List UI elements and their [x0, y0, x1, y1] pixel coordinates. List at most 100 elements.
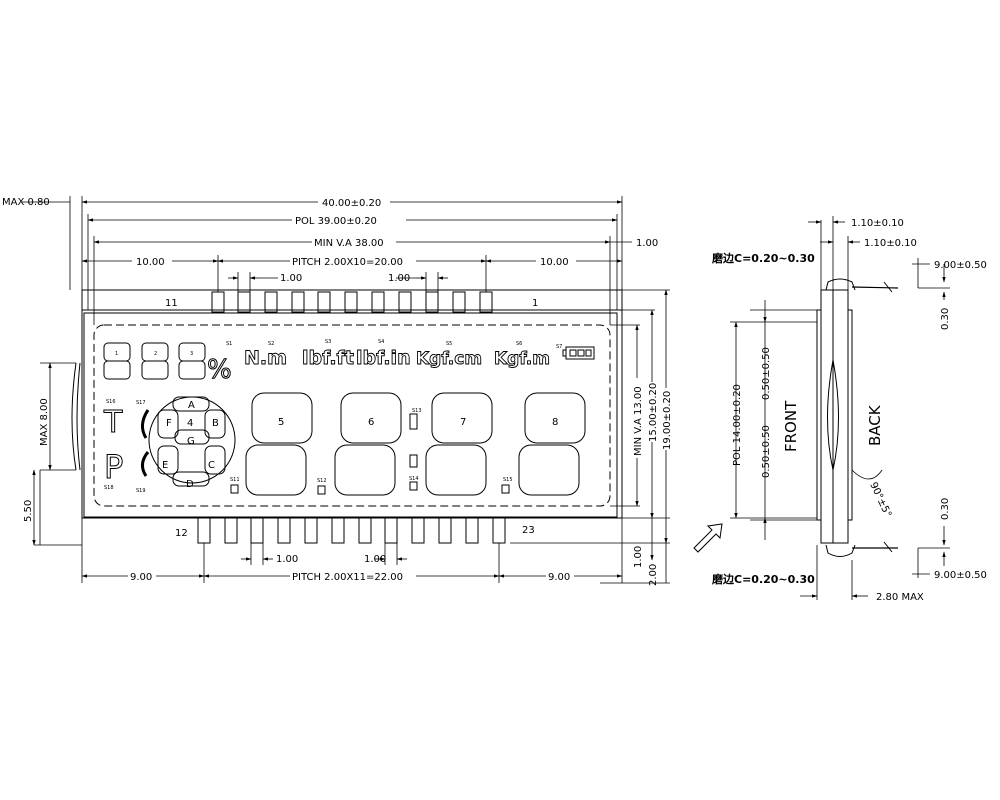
right-offset-label: 1.00 [636, 238, 658, 249]
side-view [693, 216, 950, 600]
top-pitch-label: PITCH 2.00X10=20.00 [292, 257, 403, 268]
pin-11-label: 11 [165, 298, 178, 309]
chamfer-top-label: 磨边C=0.20~0.30 [711, 251, 815, 265]
segment-f: F [166, 418, 172, 429]
small-digit-label-3: 3 [190, 351, 193, 357]
lcd-labels: S1 S2 S3 S4 S5 S6 S7 S11 S12 S13 S14 S15… [103, 339, 563, 494]
big-digit-7 [425, 392, 493, 496]
height-15-label: 15.00±0.20 [648, 383, 659, 442]
overall-width-label: 40.00±0.20 [322, 198, 381, 209]
icon-s6: S6 [516, 341, 522, 347]
min-va-width-label: MIN V.A 38.00 [314, 238, 384, 249]
segment-g: G [187, 436, 195, 447]
top-pin-width-right-label: 1.00 [388, 273, 410, 284]
icon-s15: S15 [503, 477, 513, 483]
dim-030-bottom-label: 0.30 [940, 498, 951, 520]
front-view [71, 289, 623, 544]
side-view-labels: 1.10±0.10 1.10±0.10 磨边C=0.20~0.30 磨边C=0.… [711, 218, 987, 603]
pin-1-label: 1 [532, 298, 538, 309]
chamfer-bottom-label: 磨边C=0.20~0.30 [711, 572, 815, 586]
icon-s17: S17 [136, 400, 146, 406]
icon-s4: S4 [378, 339, 384, 345]
back-label: BACK [866, 404, 884, 446]
viewing-area [93, 324, 611, 507]
lcd-segments [103, 342, 595, 496]
pin-23-label: 23 [522, 525, 535, 536]
small-digit-label-2: 2 [154, 351, 157, 357]
bottom-2-00-label: 2.00 [648, 564, 659, 586]
icon-s11: S11 [230, 477, 240, 483]
unit-lbfin: lbf.in [356, 347, 411, 369]
dim-top2-label: 1.10±0.10 [864, 238, 917, 249]
segment-d: D [186, 479, 194, 490]
big-digit-8 [518, 392, 586, 496]
icon-s13: S13 [412, 408, 422, 414]
pin-12-label: 12 [175, 528, 188, 539]
t-symbol: T [103, 405, 123, 440]
segment-e: E [162, 460, 168, 471]
digit-4-segments [148, 396, 236, 487]
dim-top1-label: 1.10±0.10 [851, 218, 904, 229]
icon-s18: S18 [104, 485, 114, 491]
unit-nm: N.m [244, 347, 287, 369]
battery-icon [562, 346, 595, 360]
bottom-1-00-label: 1.00 [633, 546, 644, 568]
dim-050-a-label: 0.50±0.50 [761, 347, 772, 400]
segment-c: C [208, 460, 215, 471]
small-digit-label-1: 1 [115, 351, 118, 357]
dim-5-50-label: 5.50 [23, 500, 34, 522]
right-bottom-label: 9.00±0.50 [934, 570, 987, 581]
top-pin-right-label: 10.00 [540, 257, 569, 268]
max-thickness-label: MAX 0.80 [2, 197, 50, 208]
bottom-pin-width-right-label: 1.00 [364, 554, 386, 565]
big-digit-6 [334, 392, 402, 496]
p-symbol: P [104, 448, 123, 486]
icon-s12: S12 [317, 478, 327, 484]
bottom-pitch-label: PITCH 2.00X11=22.00 [292, 572, 403, 583]
digit-7-number: 7 [460, 417, 466, 428]
small-digit-1 [103, 342, 131, 380]
icon-s7: S7 [556, 344, 562, 350]
unit-kgfcm: Kgf.cm [416, 349, 482, 369]
icon-s19: S19 [136, 488, 146, 494]
pol-width-label: POL 39.00±0.20 [295, 216, 377, 227]
unit-lbfft: lbf.ft [302, 347, 354, 369]
max-280-label: 2.80 MAX [876, 592, 924, 603]
small-digit-3 [178, 342, 206, 380]
max-8-label: MAX 8.00 [39, 398, 50, 446]
glass-outline [81, 289, 623, 519]
bottom-left-label: 9.00 [130, 572, 152, 583]
unit-kgfm: Kgf.m [494, 349, 550, 369]
bottom-right-label: 9.00 [548, 572, 570, 583]
icon-s1: S1 [226, 341, 232, 347]
top-pin-width-left-label: 1.00 [280, 273, 302, 284]
min-va-height-label: MIN V.A 13.00 [633, 386, 644, 456]
right-top-label: 9.00±0.50 [934, 260, 987, 271]
big-digit-5 [245, 392, 313, 496]
segment-a: A [188, 400, 195, 411]
segment-b: B [212, 418, 219, 429]
dim-050-b-label: 0.50±0.50 [761, 425, 772, 478]
icon-s3: S3 [325, 339, 331, 345]
icon-s16: S16 [106, 399, 116, 405]
icon-s14: S14 [409, 476, 419, 482]
digit-4-number: 4 [187, 418, 193, 429]
dim-030-top-label: 0.30 [940, 308, 951, 330]
small-digit-2 [141, 342, 169, 380]
percent-symbol: % [207, 355, 232, 385]
front-dimension-labels: MAX 0.80 40.00±0.20 POL 39.00±0.20 MIN V… [2, 196, 673, 586]
icon-s2: S2 [268, 341, 274, 347]
digit-8-number: 8 [552, 417, 558, 428]
front-label: FRONT [782, 400, 800, 452]
angle-label: 90°±5° [867, 481, 893, 520]
digit-5-number: 5 [278, 417, 284, 428]
bottom-pin-width-left-label: 1.00 [276, 554, 298, 565]
icon-s5: S5 [446, 341, 452, 347]
digit-6-number: 6 [368, 417, 374, 428]
top-pins [211, 291, 493, 313]
bottom-pins [197, 517, 506, 544]
height-19-label: 19.00±0.20 [662, 391, 673, 450]
pol-14-label: POL 14.00±0.20 [732, 384, 743, 466]
front-dimensions [22, 196, 670, 584]
